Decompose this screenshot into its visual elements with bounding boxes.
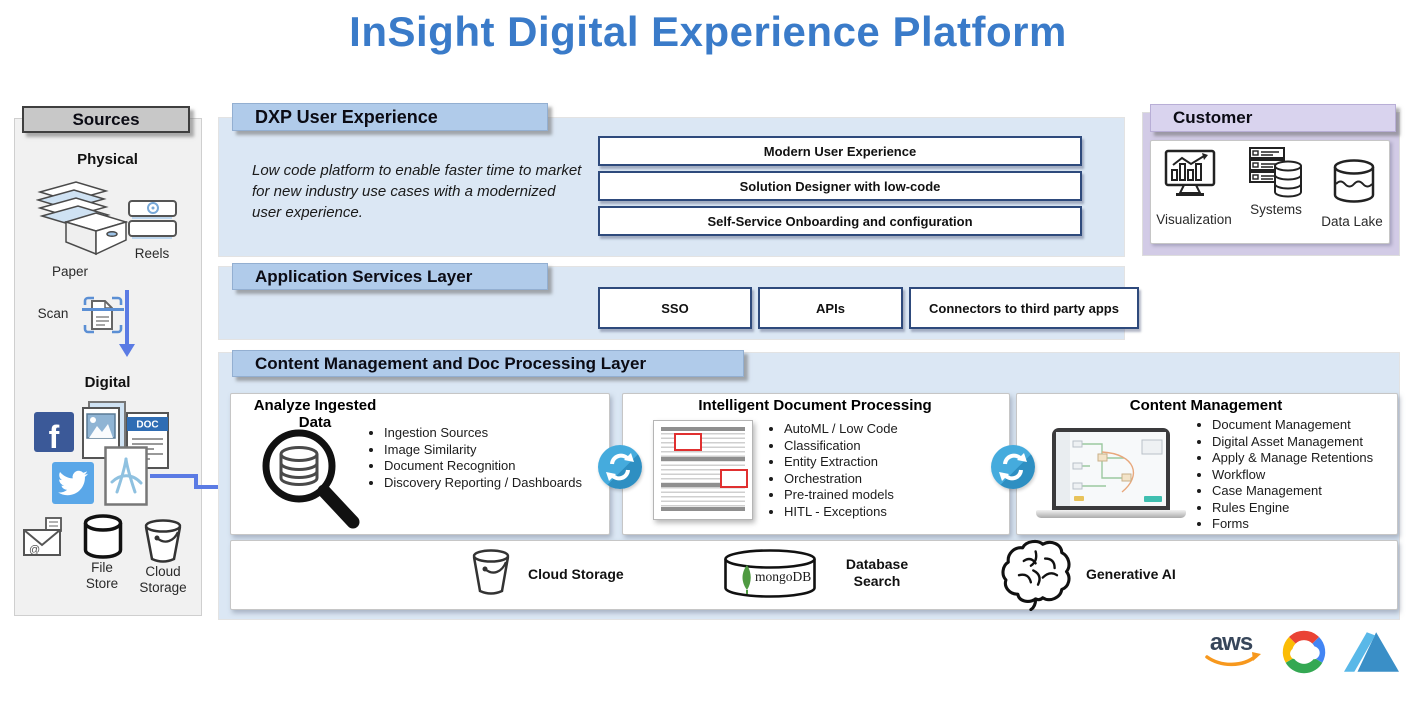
form-band: [661, 483, 745, 487]
digital-label: Digital: [84, 374, 131, 391]
twitter-icon: [52, 462, 94, 504]
cm-bullets: Document Management Digital Asset Manage…: [1196, 417, 1412, 534]
form-band: [661, 427, 745, 431]
bullet-item: Digital Asset Management: [1212, 434, 1412, 450]
bullet-item: Document Recognition: [384, 459, 616, 474]
form-highlight-box: [720, 469, 748, 488]
form-band: [661, 457, 745, 461]
cloud-storage-label: Cloud Storage: [139, 564, 187, 595]
reels-label: Reels: [134, 246, 170, 261]
content-layer-header-tab: Content Management and Doc Processing La…: [232, 350, 744, 377]
scan-icon: [82, 294, 124, 336]
bullet-item: Image Similarity: [384, 442, 616, 458]
bullet-item: Workflow: [1212, 467, 1412, 483]
dxp-item-solution-designer: Solution Designer with low-code: [598, 171, 1082, 201]
bullet-item: HITL - Exceptions: [784, 504, 1014, 520]
data-lake-label: Data Lake: [1321, 214, 1383, 229]
bullet-item: Orchestration: [784, 471, 1014, 487]
app-services-header-tab: Application Services Layer: [232, 263, 548, 290]
service-apis: APIs: [758, 287, 903, 329]
analyze-title: Analyze Ingested Data: [253, 397, 377, 432]
bullet-item: Document Management: [1212, 417, 1412, 433]
service-connectors: Connectors to third party apps: [909, 287, 1139, 329]
form-band: [661, 507, 745, 511]
analyze-bullets: Ingestion Sources Image Similarity Docum…: [368, 425, 616, 492]
service-sso: SSO: [598, 287, 752, 329]
scan-to-digital-arrow: [125, 290, 129, 344]
cm-title: Content Management: [1129, 397, 1283, 414]
bullet-item: Apply & Manage Retentions: [1212, 451, 1412, 466]
customer-header-tab: Customer: [1150, 104, 1396, 132]
data-lake-icon: [1332, 158, 1376, 206]
bullet-item: Classification: [784, 438, 1014, 454]
systems-icon: [1248, 146, 1304, 202]
idp-title: Intelligent Document Processing: [698, 397, 932, 414]
sync-icon: [598, 445, 642, 489]
scan-label: Scan: [37, 306, 69, 321]
analyze-magnifier-icon: [255, 424, 361, 530]
aws-wordmark: aws: [1210, 629, 1253, 656]
infra-database-search-label: Database Search: [845, 556, 909, 589]
mongodb-icon: mongoDB: [722, 548, 819, 602]
idp-form-thumbnail: [653, 420, 753, 520]
infra-generative-ai-label: Generative AI: [1086, 566, 1176, 582]
infra-cloud-storage-label: Cloud Storage: [528, 566, 624, 582]
form-highlight-box: [674, 433, 702, 451]
bullet-item: Entity Extraction: [784, 455, 1014, 470]
mongodb-wordmark: mongoDB: [755, 569, 811, 584]
cloud-storage-bucket-icon-bottom: [470, 546, 512, 598]
doc-icon-label: DOC: [136, 420, 158, 431]
bullet-item: Case Management: [1212, 484, 1412, 499]
reels-icon: [126, 194, 180, 244]
page-title: InSight Digital Experience Platform: [349, 8, 1067, 55]
dxp-item-modern-ux: Modern User Experience: [598, 136, 1082, 166]
email-icon: @: [22, 516, 68, 562]
email-at-glyph: @: [29, 544, 40, 556]
dxp-header-tab: DXP User Experience: [232, 103, 548, 131]
systems-label: Systems: [1250, 202, 1302, 217]
sources-header-tab: Sources: [22, 106, 190, 133]
facebook-icon: f: [34, 412, 74, 455]
scan-to-digital-arrowhead: [119, 344, 135, 357]
visualization-label: Visualization: [1156, 212, 1232, 227]
dxp-description: Low code platform to enable faster time …: [252, 162, 582, 221]
file-store-icon: [82, 514, 124, 560]
generative-ai-brain-icon: [1000, 537, 1076, 611]
sync-icon: [991, 445, 1035, 489]
idp-bullets: AutoML / Low Code Classification Entity …: [768, 421, 1014, 521]
visualization-icon: [1163, 149, 1217, 201]
paper-box-icon: [36, 178, 128, 264]
bullet-item: AutoML / Low Code: [784, 421, 1014, 437]
bullet-item: Rules Engine: [1212, 500, 1412, 516]
facebook-letter: f: [48, 418, 60, 455]
paper-label: Paper: [51, 264, 89, 279]
bullet-item: Forms: [1212, 517, 1412, 532]
dxp-item-self-service: Self-Service Onboarding and configuratio…: [598, 206, 1082, 236]
digital-to-analyze-arrow-seg1: [150, 474, 198, 478]
azure-logo: [1344, 630, 1400, 674]
bullet-item: Pre-trained models: [784, 488, 1014, 503]
cloud-storage-bucket-icon: [142, 517, 184, 565]
aws-logo: aws: [1202, 628, 1262, 674]
cm-laptop-icon: [1036, 428, 1186, 523]
bullet-item: Ingestion Sources: [384, 425, 616, 441]
digital-to-analyze-arrow-seg2: [194, 474, 198, 489]
bullet-item: Discovery Reporting / Dashboards: [384, 475, 616, 491]
google-cloud-logo: [1276, 628, 1332, 674]
file-store-label: File Store: [85, 560, 119, 591]
digital-to-analyze-arrow-seg3: [194, 485, 228, 489]
physical-label: Physical: [77, 151, 138, 168]
pdf-file-icon: [104, 446, 148, 506]
